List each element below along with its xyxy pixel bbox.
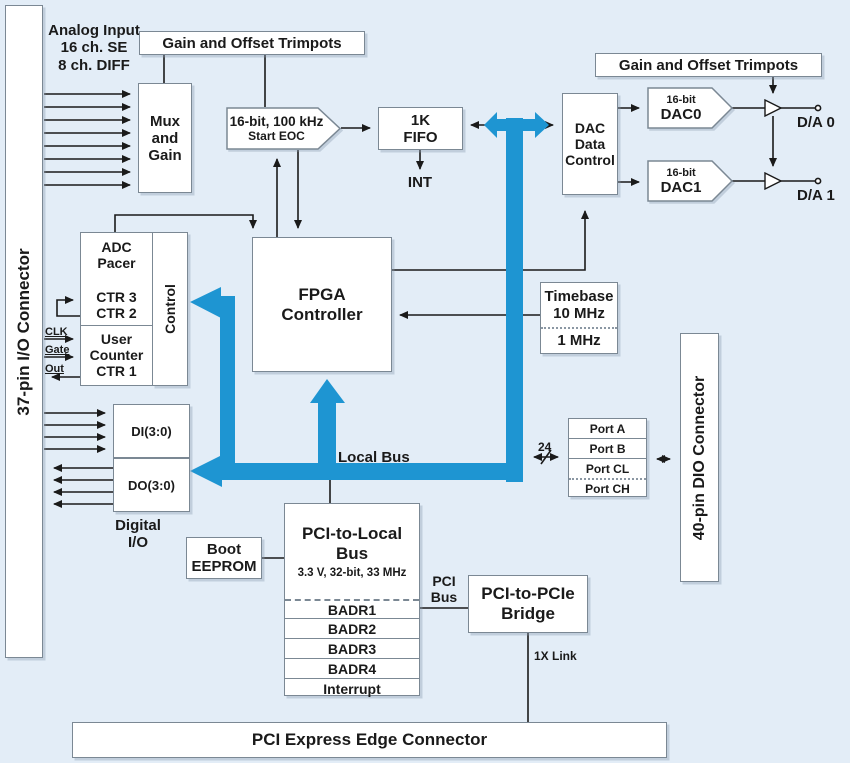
- badr1-row: BADR1: [285, 599, 419, 618]
- fifo-box: 1K FIFO: [378, 107, 463, 150]
- user-counter-section: User Counter CTR 1: [81, 325, 152, 383]
- int-label: INT: [407, 173, 433, 191]
- mux-gain-box: Mux and Gain: [138, 83, 192, 193]
- pci-to-local-box: PCI-to-Local Bus 3.3 V, 32-bit, 33 MHz B…: [284, 503, 420, 698]
- local-bus: [190, 112, 549, 487]
- interrupt-row: Interrupt: [285, 678, 419, 698]
- bus-vertical-trunk: [506, 118, 523, 482]
- control-strip: Control: [152, 232, 188, 386]
- buffer1-triangle: [764, 172, 783, 190]
- pci-local-spec: 3.3 V, 32-bit, 33 MHz: [297, 567, 407, 579]
- pci-bus-label: PCI Bus: [430, 572, 458, 605]
- trimpots-left-box: Gain and Offset Trimpots: [139, 31, 365, 55]
- clk-pin-label: CLK: [45, 326, 68, 338]
- port-b-row: Port B: [569, 438, 646, 458]
- edge-connector-bar: PCI Express Edge Connector: [72, 722, 667, 758]
- buffer0-triangle: [764, 99, 783, 117]
- trimpots-right-box: Gain and Offset Trimpots: [595, 53, 822, 77]
- edge-connector-label: PCI Express Edge Connector: [251, 730, 488, 749]
- connector-40pin-label: 40-pin DIO Connector: [690, 375, 708, 540]
- gate-pin-label: Gate: [45, 344, 70, 356]
- dac1-pentagon: 16-bit DAC1: [647, 160, 733, 202]
- adc-rate-label: 16-bit, 100 kHz: [229, 114, 324, 129]
- connector-37pin-label: 37-pin I/O Connector: [14, 247, 33, 416]
- badr4-row: BADR4: [285, 658, 419, 678]
- di-box: DI(3:0): [113, 404, 190, 458]
- adc-pacer-box: ADC Pacer CTR 3 CTR 2 User Counter CTR 1: [80, 232, 153, 386]
- connector-40pin-dio: 40-pin DIO Connector: [680, 333, 719, 582]
- dac0-pentagon: 16-bit DAC0: [647, 87, 733, 129]
- adc-pentagon: 16-bit, 100 kHz Start EOC: [226, 107, 341, 150]
- da0-label: D/A 0: [797, 114, 835, 131]
- adc-starteoc-label: Start EOC: [248, 129, 305, 143]
- bus-horizontal: [222, 463, 523, 480]
- trimpots-left-label: Gain and Offset Trimpots: [162, 34, 342, 52]
- bus-width-24-label: 24: [538, 440, 552, 454]
- out-pin-label: Out: [45, 363, 64, 375]
- dac-data-control-box: DAC Data Control: [562, 93, 618, 195]
- badr2-row: BADR2: [285, 618, 419, 638]
- badr3-row: BADR3: [285, 638, 419, 658]
- fpga-box: FPGA Controller: [252, 237, 392, 372]
- local-bus-label: Local Bus: [338, 449, 410, 466]
- digital-io-caption: Digital I/O: [115, 516, 161, 551]
- ports-box: Port A Port B Port CL Port CH: [568, 418, 647, 497]
- 1x-link-label: 1X Link: [534, 649, 577, 663]
- port-cl-row: Port CL: [569, 458, 646, 480]
- bus-branch-control: [220, 296, 235, 468]
- timebase-box: Timebase 10 MHz 1 MHz: [540, 282, 618, 354]
- da1-label: D/A 1: [797, 187, 835, 204]
- port-a-row: Port A: [589, 421, 626, 436]
- control-strip-label: Control: [162, 284, 178, 334]
- port-ch-row: Port CH: [585, 481, 630, 496]
- bus-arrow-to-fpga: [310, 379, 345, 403]
- do-box: DO(3:0): [113, 458, 190, 512]
- bus-branch-fpga: [318, 401, 336, 471]
- bus-arrow-to-do: [190, 455, 222, 487]
- bus-arrow-to-control: [190, 287, 221, 318]
- analog-input-caption: Analog Input 16 ch. SE 8 ch. DIFF: [48, 22, 140, 74]
- pcie-bridge-box: PCI-to-PCIe Bridge: [468, 575, 588, 633]
- boot-eeprom-box: Boot EEPROM: [186, 537, 262, 579]
- trimpots-right-label: Gain and Offset Trimpots: [618, 56, 799, 74]
- connector-37pin: 37-pin I/O Connector: [5, 5, 43, 658]
